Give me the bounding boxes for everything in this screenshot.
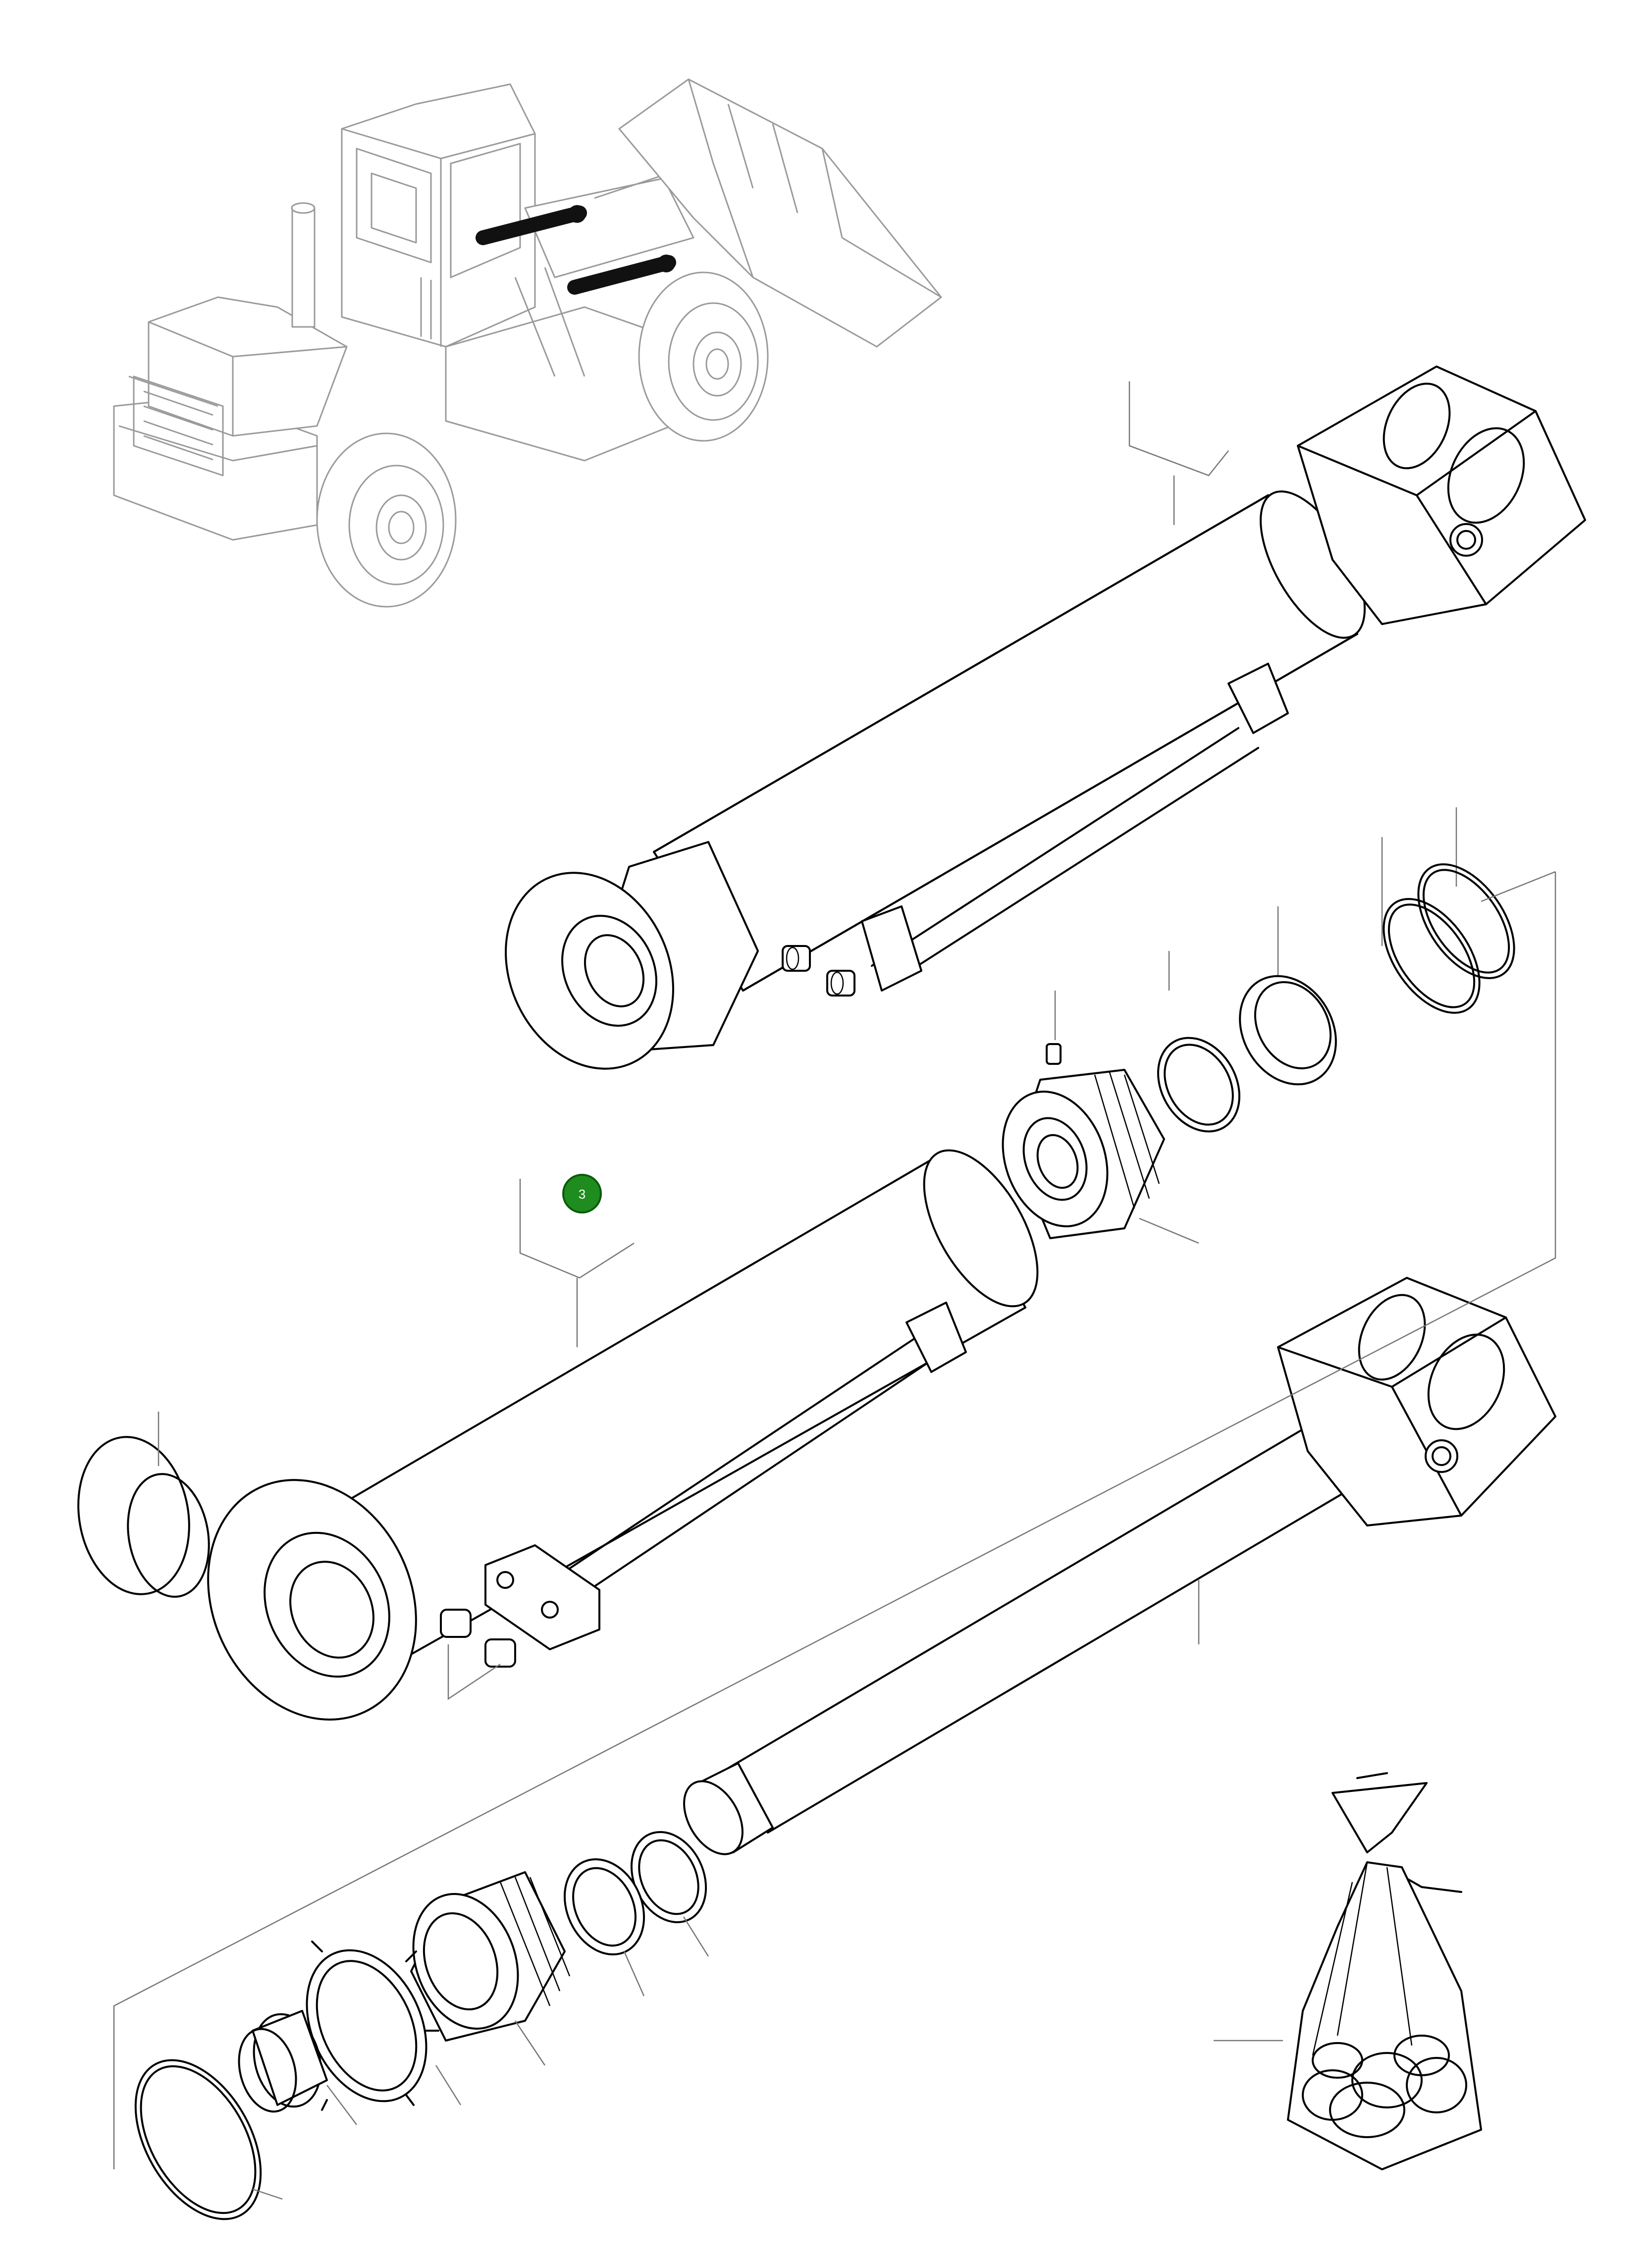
callout-3[interactable]: 3 [562, 1174, 602, 1213]
assembled-cylinder [505, 366, 1586, 1070]
piston-rod [683, 1277, 1556, 1855]
callout-number: 3 [579, 1187, 586, 1202]
cylinder-tube [77, 1149, 1039, 1721]
piston [1002, 1069, 1199, 1244]
seal-kit-bag [1214, 1772, 1482, 2170]
callout-badge[interactable] [562, 1174, 602, 1213]
cylinder-head [134, 1831, 709, 2220]
piston-seal-set [1046, 807, 1515, 1133]
wheel-loader-overview [113, 78, 942, 608]
